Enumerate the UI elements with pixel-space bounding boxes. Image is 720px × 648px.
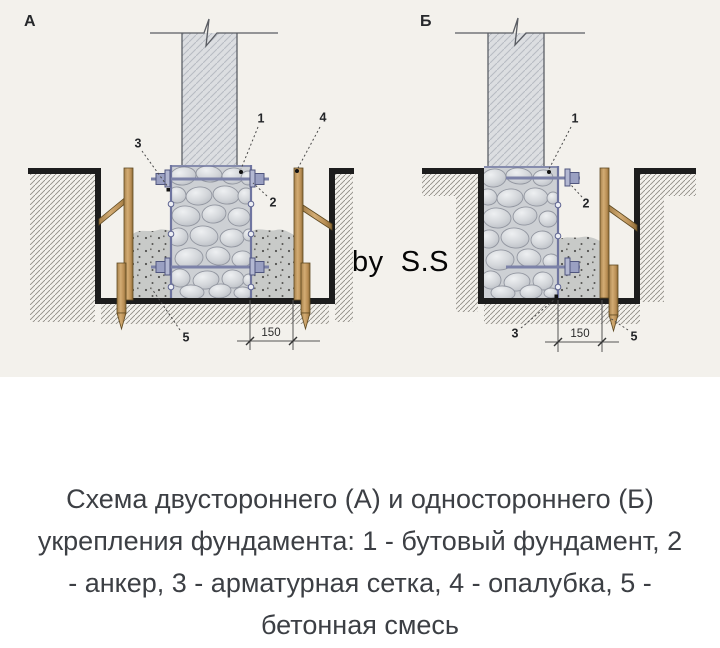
caption-line: укрепления фундамента: 1 - бутовый фунда… (37, 526, 683, 556)
caption-line: бетонная смесь (261, 610, 459, 640)
dimension-150-b: 150 (570, 328, 589, 340)
dimension-b: 150 (545, 300, 619, 352)
dim-tick (245, 336, 255, 346)
dimension-a: 150 (237, 300, 320, 350)
pit-outline-a (28, 168, 354, 304)
scheme-b-label: Б (420, 13, 432, 30)
formwork-board (599, 167, 610, 299)
rebar-mesh-b (484, 166, 562, 298)
formwork-a (98, 167, 333, 331)
column-top-break-line (455, 17, 585, 47)
rubble-stones (484, 167, 558, 298)
figure-caption: Схема двустороннего (А) и одностороннего… (0, 478, 720, 646)
soil-hatch-a (30, 174, 353, 324)
dimension-150-a: 150 (261, 327, 280, 339)
callout-1-b: 1 (572, 111, 579, 125)
scheme-b: 150 Б 1 2 3 5 (420, 13, 696, 352)
watermark-text: by S.S (352, 246, 449, 278)
pit-outline-b (422, 168, 696, 304)
column-top-break-line (150, 18, 278, 49)
leader-dots-a (166, 169, 299, 192)
foundation-reinforcement-diagram: 150 А 1 2 3 4 5 (0, 0, 720, 377)
formwork-b (599, 167, 638, 333)
callout-2-a: 2 (270, 195, 277, 209)
column-b (455, 17, 585, 166)
column-a (150, 18, 278, 165)
callout-4-a: 4 (320, 110, 327, 124)
caption-line: - анкер, 3 - арматурная сетка, 4 - опалу… (68, 568, 652, 598)
callout-5-a: 5 (183, 330, 190, 344)
leaders-b (520, 126, 629, 331)
leaders-a (141, 126, 321, 331)
dim-tick (553, 337, 563, 347)
dim-tick (288, 336, 298, 346)
callout-2-b: 2 (583, 196, 590, 210)
rubble-foundation-b (484, 166, 558, 298)
scheme-a-label: А (24, 13, 36, 30)
concrete-mix-a (133, 229, 294, 298)
soil-hatch-b (422, 174, 696, 324)
leader-dots-b (547, 170, 558, 298)
stake (608, 264, 619, 333)
callout-1-a: 1 (258, 111, 265, 125)
dim-tick (597, 337, 607, 347)
stake-left (116, 262, 127, 331)
formwork-board-left (123, 167, 134, 301)
callout-3-b: 3 (512, 326, 519, 340)
caption-line: Схема двустороннего (А) и одностороннего… (66, 484, 654, 514)
rubble-foundation-a (170, 165, 252, 298)
callout-3-a: 3 (135, 136, 142, 150)
stake-right (300, 262, 311, 331)
callout-5-b: 5 (631, 329, 638, 343)
scheme-a: 150 А 1 2 3 4 5 (24, 13, 354, 350)
anchors-a (151, 169, 269, 276)
anchors-b (506, 168, 580, 276)
